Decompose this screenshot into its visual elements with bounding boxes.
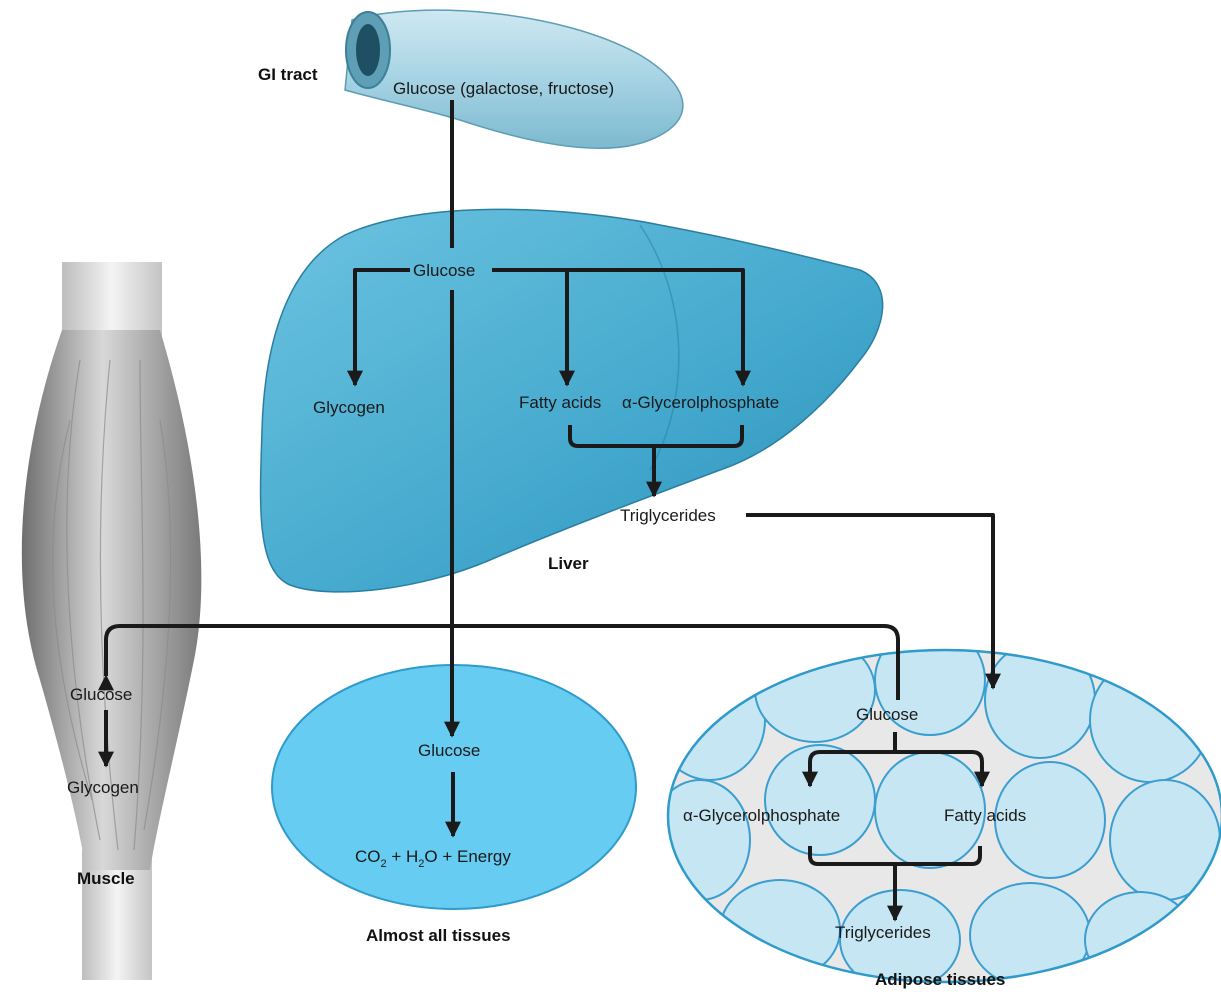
adipose-triglycerides-label: Triglycerides [835, 923, 931, 942]
liver-triglycerides-label: Triglycerides [620, 506, 716, 525]
gi-glucose-label: Glucose (galactose, fructose) [393, 79, 614, 98]
liver-glucose-label: Glucose [413, 261, 475, 280]
muscle-glucose-label: Glucose [70, 685, 132, 704]
liver-glycerolphosphate-label: α-Glycerolphosphate [622, 393, 779, 412]
liver-glycogen-label: Glycogen [313, 398, 385, 417]
gi-tract-label: GI tract [258, 65, 318, 84]
adipose-glycerolphosphate-label: α-Glycerolphosphate [683, 806, 840, 825]
liver-fatty-acids-label: Fatty acids [519, 393, 601, 412]
adipose-fatty-acids-label: Fatty acids [944, 806, 1026, 825]
muscle-label: Muscle [77, 869, 135, 888]
muscle-glycogen-label: Glycogen [67, 778, 139, 797]
tissues-glucose-label: Glucose [418, 741, 480, 760]
adipose-tissues-label: Adipose tissues [875, 970, 1005, 989]
liver-label: Liver [548, 554, 589, 573]
almost-all-tissues-label: Almost all tissues [366, 926, 511, 945]
adipose-glucose-label: Glucose [856, 705, 918, 724]
